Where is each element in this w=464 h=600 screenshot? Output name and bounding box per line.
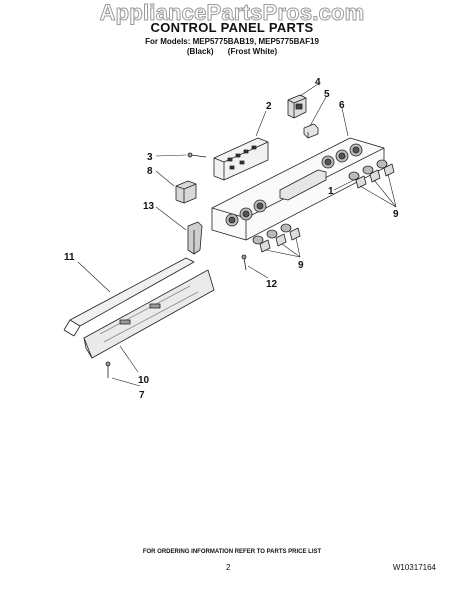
document-number: W10317164 [392, 563, 436, 572]
model-colors: (Black) (Frost White) [0, 47, 464, 56]
watermark: AppliancePartsPros.com [99, 0, 365, 26]
callout-10: 10 [138, 375, 150, 386]
switch-part [287, 94, 307, 119]
bracket-part [303, 123, 319, 139]
screw-part-bottom [105, 361, 111, 378]
knobs-right [348, 159, 395, 189]
callout-11: 11 [64, 252, 75, 263]
bottom-panel-part [83, 269, 215, 359]
callout-2: 2 [266, 101, 272, 112]
callout-9-left: 9 [298, 260, 304, 271]
leader-lines [77, 83, 397, 387]
screw-part-lower [241, 254, 247, 271]
callout-7: 7 [139, 390, 145, 401]
clip-part [175, 180, 197, 204]
callout-9-right: 9 [393, 209, 399, 220]
knobs-left [252, 223, 301, 253]
electronic-control-part [213, 137, 269, 181]
callout-13: 13 [143, 201, 155, 212]
screw-part [187, 152, 207, 158]
callout-8: 8 [147, 166, 153, 177]
ordering-note: FOR ORDERING INFORMATION REFER TO PARTS … [142, 549, 322, 555]
callout-6: 6 [339, 100, 345, 111]
callout-1: 1 [328, 186, 334, 197]
callout-labels: 2 3 4 5 6 8 13 1 9 9 12 11 10 7 [64, 77, 399, 401]
callout-5: 5 [324, 89, 330, 100]
callout-4: 4 [315, 77, 321, 88]
model-numbers: For Models: MEP5775BAB19, MEP5775BAF19 [145, 37, 319, 46]
page-title: CONTROL PANEL PARTS [150, 20, 314, 35]
spacer-part [187, 221, 203, 255]
callout-3: 3 [147, 152, 153, 163]
color-label-black: (Black) [186, 47, 214, 56]
color-label-white: (Frost White) [227, 47, 278, 56]
heat-shield-part [63, 257, 195, 337]
callout-12: 12 [266, 279, 278, 290]
page-number: 2 [226, 563, 231, 572]
control-panel-part [211, 137, 385, 241]
